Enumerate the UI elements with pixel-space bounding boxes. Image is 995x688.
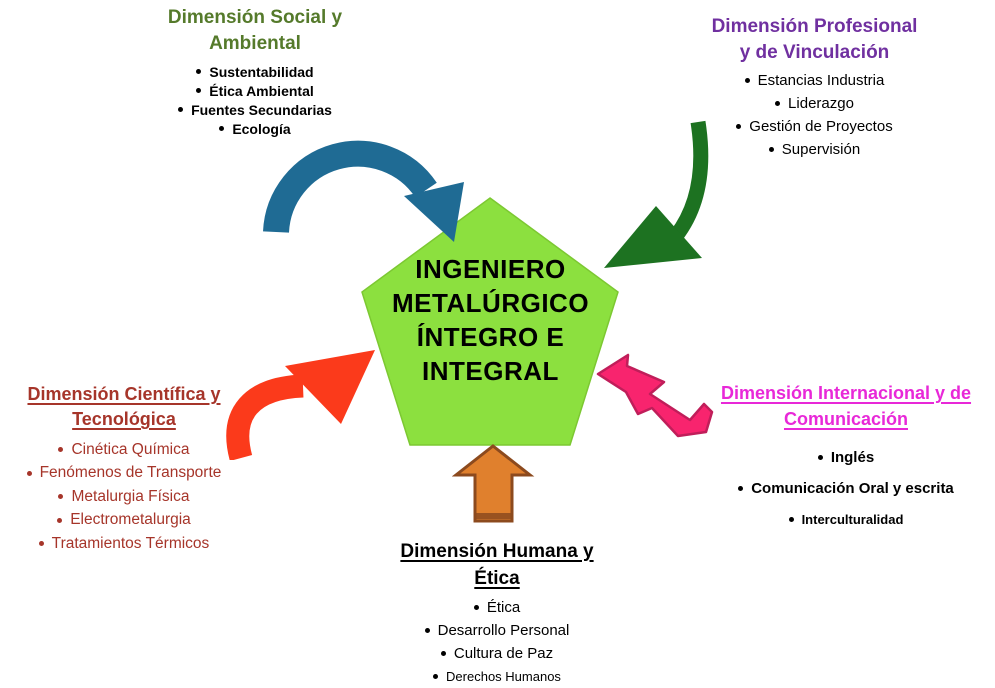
profesional-dimension-group: Dimensión Profesional y de Vinculación E… bbox=[652, 14, 977, 161]
bullet-icon bbox=[38, 541, 44, 547]
bullet-icon bbox=[57, 517, 63, 523]
bullet-icon bbox=[196, 88, 202, 93]
curved-arrow-profesional-icon bbox=[604, 120, 709, 268]
arrow-arc bbox=[263, 140, 437, 233]
list-item: Liderazgo bbox=[775, 92, 854, 115]
bullet-icon bbox=[58, 494, 64, 500]
bullet-icon bbox=[433, 674, 439, 679]
arrow-body bbox=[452, 444, 535, 523]
curved-arrow-social-icon bbox=[263, 140, 464, 242]
list-item: Ética Ambiental bbox=[196, 81, 314, 100]
internacional-dimension-group: Dimensión Internacional y de Comunicació… bbox=[700, 380, 992, 535]
humana-dimension-list: Ética Desarrollo Personal Cultura de Paz… bbox=[424, 596, 569, 688]
bullet-icon bbox=[473, 605, 479, 610]
list-item: Metalurgia Física bbox=[58, 485, 190, 509]
list-item: Sustentabilidad bbox=[196, 62, 314, 81]
arrow-head bbox=[404, 182, 464, 242]
pentagon-polygon bbox=[361, 197, 619, 446]
social-dimension-group: Dimensión Social y Ambiental Sustentabil… bbox=[85, 5, 425, 138]
list-item: Ecología bbox=[219, 119, 291, 138]
cientifica-dimension-title: Dimensión Científica y Tecnológica bbox=[27, 384, 221, 429]
cientifica-dimension-group: Dimensión Científica y Tecnológica Cinét… bbox=[0, 382, 248, 556]
pentagon-title: INGENIERO METALÚRGICO ÍNTEGRO E INTEGRAL bbox=[391, 254, 590, 386]
arrow-arc bbox=[226, 374, 304, 460]
bullet-icon bbox=[736, 124, 742, 129]
list-item: Cultura de Paz bbox=[440, 642, 553, 665]
list-item: Gestión de Proyectos bbox=[736, 115, 893, 138]
curved-arrow-cientifica-icon bbox=[226, 350, 375, 460]
bullet-icon bbox=[768, 147, 774, 152]
arrow-head bbox=[604, 206, 702, 268]
bullet-icon bbox=[26, 470, 32, 476]
cientifica-dimension-list: Cinética Química Fenómenos de Transporte… bbox=[26, 438, 221, 556]
bullet-icon bbox=[178, 107, 184, 112]
profesional-dimension-title: Dimensión Profesional y de Vinculación bbox=[711, 16, 918, 63]
bullet-icon bbox=[788, 517, 794, 522]
social-dimension-title: Dimensión Social y Ambiental bbox=[167, 7, 343, 54]
bullet-icon bbox=[817, 455, 823, 460]
list-item: Tratamientos Térmicos bbox=[38, 532, 209, 556]
bullet-icon bbox=[219, 126, 225, 131]
internacional-dimension-title: Dimensión Internacional y de Comunicació… bbox=[720, 383, 972, 429]
bullet-icon bbox=[744, 78, 750, 83]
list-item: Desarrollo Personal bbox=[424, 619, 569, 642]
list-item: Fuentes Secundarias bbox=[178, 100, 332, 119]
list-item: Ética bbox=[473, 596, 520, 619]
bullet-icon bbox=[424, 628, 430, 633]
list-item: Comunicación Oral y escrita bbox=[738, 473, 954, 504]
bullet-icon bbox=[58, 447, 64, 453]
zigzag-arrow-internacional-icon bbox=[596, 353, 714, 438]
bullet-icon bbox=[440, 651, 446, 656]
profesional-dimension-list: Estancias Industria Liderazgo Gestión de… bbox=[736, 69, 893, 161]
arrow-shade-band bbox=[476, 513, 511, 519]
arrow-head bbox=[285, 350, 375, 424]
pentagon-shape bbox=[361, 197, 619, 446]
list-item: Supervisión bbox=[768, 138, 860, 161]
list-item: Derechos Humanos bbox=[433, 665, 561, 688]
humana-dimension-group: Dimensión Humana y Ética Ética Desarroll… bbox=[362, 538, 632, 688]
list-item: Inglés bbox=[817, 442, 874, 473]
list-item: Electrometalurgia bbox=[57, 509, 191, 533]
arrow-body bbox=[596, 353, 714, 438]
list-item: Cinética Química bbox=[58, 438, 190, 462]
arrow-arc bbox=[669, 120, 709, 241]
internacional-dimension-list: Inglés Comunicación Oral y escrita Inter… bbox=[738, 442, 954, 535]
humana-dimension-title: Dimensión Humana y Ética bbox=[400, 541, 594, 589]
bullet-icon bbox=[738, 486, 744, 491]
bullet-icon bbox=[196, 69, 202, 74]
list-item: Fenómenos de Transporte bbox=[26, 462, 221, 486]
bullet-icon bbox=[775, 101, 781, 106]
up-arrow-humana-icon bbox=[452, 444, 535, 523]
list-item: Interculturalidad bbox=[788, 504, 903, 535]
list-item: Estancias Industria bbox=[744, 69, 884, 92]
social-dimension-list: Sustentabilidad Ética Ambiental Fuentes … bbox=[178, 62, 332, 138]
